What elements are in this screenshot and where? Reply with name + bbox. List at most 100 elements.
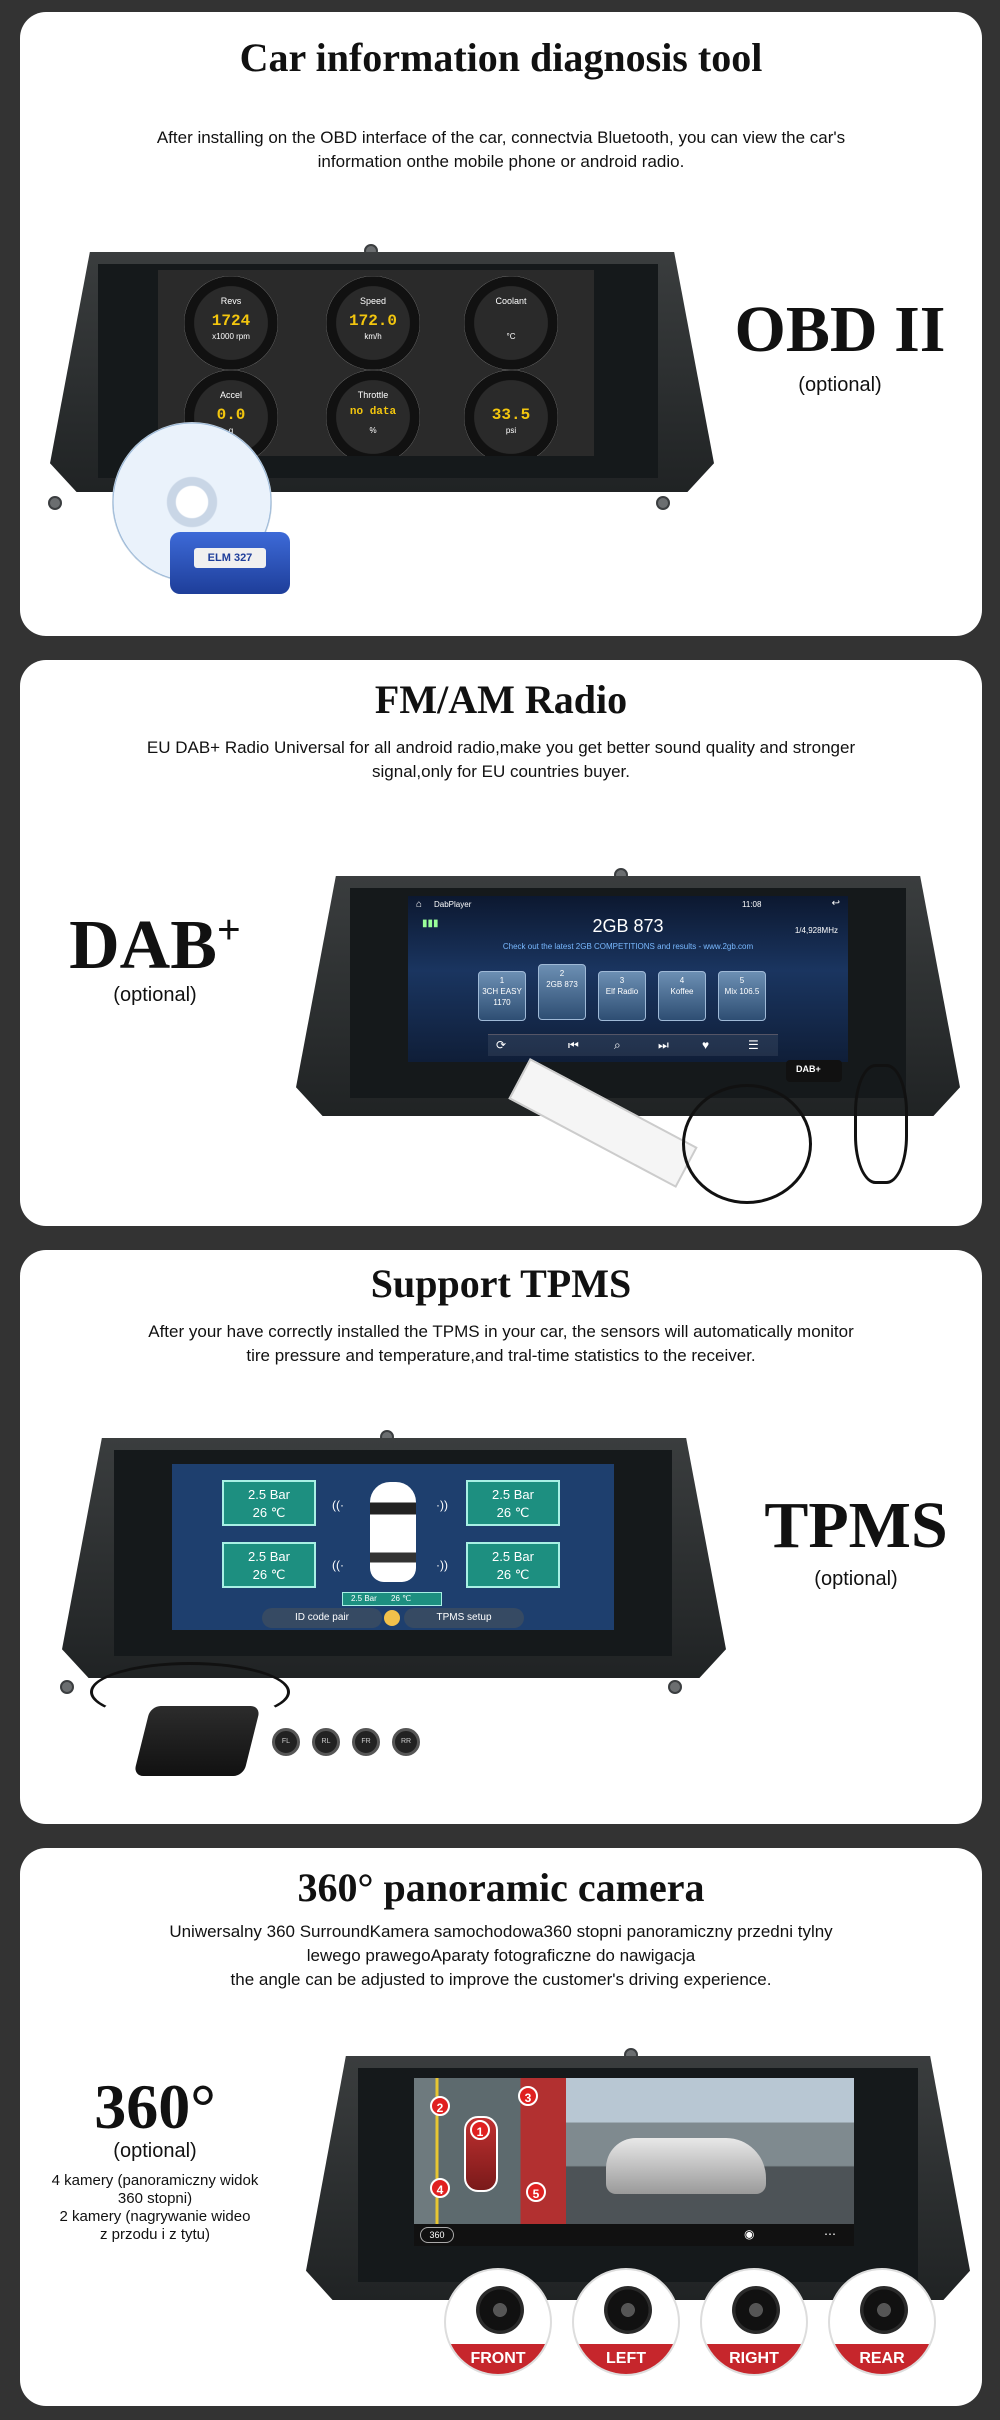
view-marker-5[interactable]: 5: [526, 2182, 546, 2202]
camera-optional: (optional): [113, 2140, 197, 2162]
view-marker-2[interactable]: 2: [430, 2096, 450, 2116]
tpms-desc-line1: After your have correctly installed the …: [148, 1322, 854, 1341]
rear-car: [606, 2138, 766, 2194]
camera-big-label: 360°: [94, 2071, 216, 2142]
obd-big-label: OBD II: [734, 293, 946, 366]
dab-screen: ⌂ DabPlayer 11:08 ↩ ▮▮▮ 2GB 873 1/4,928M…: [408, 896, 848, 1062]
view-marker-1[interactable]: 1: [470, 2120, 490, 2140]
sensor-fl: FL: [272, 1728, 300, 1756]
sensor-signal-rr: ·)): [436, 1558, 448, 1572]
camera-rear-label: REAR: [830, 2344, 934, 2374]
prev-icon[interactable]: ⏮: [568, 1038, 579, 1052]
sensor-signal-rl: ((·: [332, 1558, 344, 1572]
gauge-speed: Speed 172.0 km/h: [326, 276, 420, 370]
car-top-view: [370, 1482, 416, 1582]
back-icon[interactable]: ↩: [831, 898, 840, 909]
tpms-setup-button[interactable]: TPMS setup: [404, 1608, 524, 1628]
camera-lens-icon: [860, 2286, 908, 2334]
device-foot-left: [48, 496, 62, 510]
camera-right: RIGHT: [700, 2268, 808, 2376]
next-icon[interactable]: ⏭: [658, 1038, 669, 1052]
spare-temp: 26 ℃: [391, 1594, 412, 1603]
search-icon[interactable]: ⌕: [614, 1038, 621, 1052]
favorite-icon[interactable]: ♥: [702, 1038, 710, 1052]
camera-section: 360° panoramic camera Uniwersalny 360 Su…: [20, 1848, 982, 2406]
spare-tire-box: 2.5 Bar 26 ℃: [342, 1592, 442, 1606]
dab-section: FM/AM Radio EU DAB+ Radio Universal for …: [20, 660, 982, 1226]
list-icon[interactable]: ☰: [748, 1038, 759, 1052]
camera-right-label: RIGHT: [702, 2344, 806, 2374]
dab-plus: +: [216, 907, 241, 954]
home-icon[interactable]: ⌂: [416, 899, 423, 910]
camera-screen: 1 2 3 4 5 360 ◉ ⋯: [414, 2078, 854, 2246]
camera-note: 4 kamery (panoramiczny widok 360 stopni)…: [51, 2172, 259, 2243]
camera-front-label: FRONT: [446, 2344, 550, 2374]
btn-360[interactable]: 360: [420, 2227, 454, 2243]
obd-desc-line2: information onthe mobile phone or androi…: [317, 152, 685, 171]
sensor-signal-fr: ·)): [436, 1498, 448, 1512]
view-marker-4[interactable]: 4: [430, 2178, 450, 2198]
tpms-optional: (optional): [814, 1568, 898, 1590]
signal-icon: ▮▮▮: [422, 918, 439, 929]
sensor-fr: FR: [352, 1728, 380, 1756]
obd-screen: Revs 1724 x1000 rpm Speed 172.0 km/h Coo…: [158, 270, 594, 456]
obd-title: Car information diagnosis tool: [239, 35, 763, 80]
adapter-label: ELM 327: [194, 548, 266, 568]
station-name: 2GB 873: [592, 916, 664, 936]
birdseye-view: 1 2 3 4 5: [414, 2078, 566, 2224]
view-marker-3[interactable]: 3: [518, 2086, 538, 2106]
more-icon[interactable]: ⋯: [824, 2227, 836, 2241]
dab-big-label: DAB+: [69, 907, 241, 984]
id-code-pair-button[interactable]: ID code pair: [262, 1608, 382, 1628]
device-foot-left: [60, 1680, 74, 1694]
sensor-rr: RR: [392, 1728, 420, 1756]
camera-title: 360° panoramic camera: [297, 1865, 705, 1910]
obd-desc-line1: After installing on the OBD interface of…: [156, 128, 846, 147]
app-name: DabPlayer: [434, 900, 472, 909]
camera-desc-line3: the angle can be adjusted to improve the…: [230, 1970, 772, 1989]
camera-lens-icon: [476, 2286, 524, 2334]
obd-section: Car information diagnosis tool After ins…: [20, 12, 982, 636]
antenna-cable: [682, 1084, 812, 1204]
camera-lens-icon: [732, 2286, 780, 2334]
control-bar: ⟳ ⏮ ⌕ ⏭ ♥ ☰: [488, 1034, 778, 1056]
obd-optional: (optional): [798, 374, 882, 396]
gauge-coolant: Coolant °C: [464, 276, 558, 370]
receiver-cable: [90, 1662, 290, 1722]
gauge-revs: Revs 1724 x1000 rpm: [184, 276, 278, 370]
camera-toolbar: 360 ◉ ⋯: [414, 2224, 854, 2246]
dab-receiver-box: DAB+: [786, 1060, 842, 1082]
dab-title: FM/AM Radio: [374, 677, 628, 722]
tpms-title: Support TPMS: [370, 1261, 632, 1306]
camera-icon[interactable]: ◉: [744, 2227, 755, 2241]
camera-rear: REAR: [828, 2268, 936, 2376]
scan-icon[interactable]: ⟳: [496, 1038, 507, 1052]
dab-desc-line2: signal,only for EU countries buyer.: [372, 762, 630, 781]
gauge-boost: 33.5 psi: [464, 370, 558, 456]
status-time: 11:08: [742, 900, 762, 909]
tpms-big-label: TPMS: [764, 1489, 948, 1562]
camera-left: LEFT: [572, 2268, 680, 2376]
sensor-signal-fl: ((·: [332, 1498, 344, 1512]
obd-adapter: ELM 327: [170, 532, 290, 594]
warning-icon: [384, 1610, 400, 1626]
station-freq: 1/4,928MHz: [794, 926, 838, 935]
tpms-section: Support TPMS After your have correctly i…: [20, 1250, 982, 1824]
rds-ticker: Check out the latest 2GB COMPETITIONS an…: [502, 942, 754, 951]
camera-desc-line1: Uniwersalny 360 SurroundKamera samochodo…: [169, 1922, 833, 1941]
camera-lens-icon: [604, 2286, 652, 2334]
device-foot-right: [668, 1680, 682, 1694]
gauge-throttle: Throttle no data %: [326, 370, 420, 456]
camera-left-label: LEFT: [574, 2344, 678, 2374]
usb-cable: [854, 1064, 908, 1184]
tpms-desc-line2: tire pressure and temperature,and tral-t…: [246, 1346, 756, 1365]
